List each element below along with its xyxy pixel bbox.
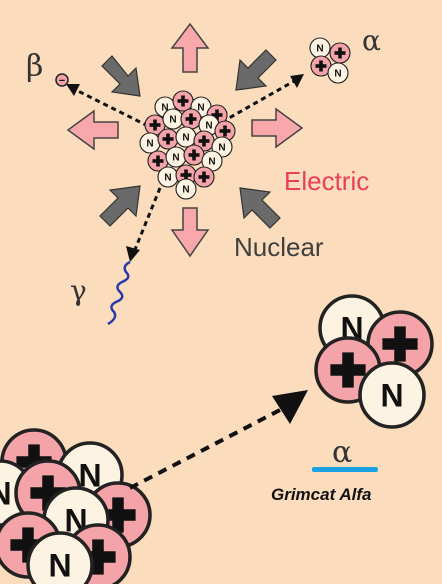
electric-label: Electric [284,166,369,196]
proton [172,90,194,112]
svg-text:N: N [161,103,168,114]
neutron: N [358,361,426,429]
alpha-label-underline [312,467,378,472]
svg-text:N: N [48,548,71,584]
proton [310,55,332,77]
svg-text:N: N [169,115,176,126]
neutron: N [327,62,349,84]
nuclear-label: Nuclear [234,232,324,262]
svg-text:N: N [380,378,403,414]
electric-arrow-up [170,22,210,73]
proton [183,144,205,166]
neutron: N [26,531,94,584]
nuclear-arrow-lower-left [99,185,141,227]
alpha-label-bottom: α [332,435,352,470]
neutron: N [175,126,197,148]
svg-text:N: N [182,185,189,196]
svg-text:N: N [316,44,323,55]
svg-text:N: N [208,157,215,168]
electron-sign: − [59,75,65,87]
neutron: N [157,166,179,188]
gamma-label: γ [70,274,87,307]
electric-arrow-down [170,207,210,258]
neutron: N [165,146,187,168]
beta-electron: − [55,73,69,87]
alpha-particle-large: NN [314,294,434,429]
alpha-label-top: α [362,24,381,57]
neutron: N [309,37,331,59]
proton [180,108,202,130]
beta-label: β [26,49,43,84]
neutron: N [175,178,197,200]
proton [157,128,179,150]
svg-text:N: N [146,139,153,150]
electric-arrow-left [66,109,119,151]
svg-text:N: N [182,133,189,144]
emission-paths [66,74,304,326]
gamma-path [132,187,162,253]
gamma-path-arrowhead [126,246,140,262]
svg-text:N: N [205,121,212,132]
svg-text:N: N [164,173,171,184]
alpha-path-arrowhead [272,390,308,424]
nuclear-arrow-lower-right [239,187,281,229]
electric-arrow-right [251,107,304,149]
gamma-wave [107,260,131,326]
alpha-particle-small: NN [309,37,351,84]
nuclear-arrows [99,49,281,229]
nuclear-arrow-upper-right [235,49,277,91]
svg-text:N: N [78,458,101,494]
svg-text:N: N [172,153,179,164]
proton [329,42,351,64]
electric-arrows [66,22,304,258]
beta-path-arrowhead [66,84,80,96]
alpha-path-top-arrowhead [290,74,304,88]
proton [193,166,215,188]
svg-text:N: N [0,476,12,512]
nuclear-arrow-upper-left [101,55,141,97]
svg-text:N: N [218,143,225,154]
svg-text:N: N [197,103,204,114]
neutron: N [139,132,161,154]
alpha-emission-path [129,390,308,490]
svg-text:N: N [334,69,341,80]
neutron: N [162,108,184,130]
caption: Grimcat Alfa [271,485,371,504]
